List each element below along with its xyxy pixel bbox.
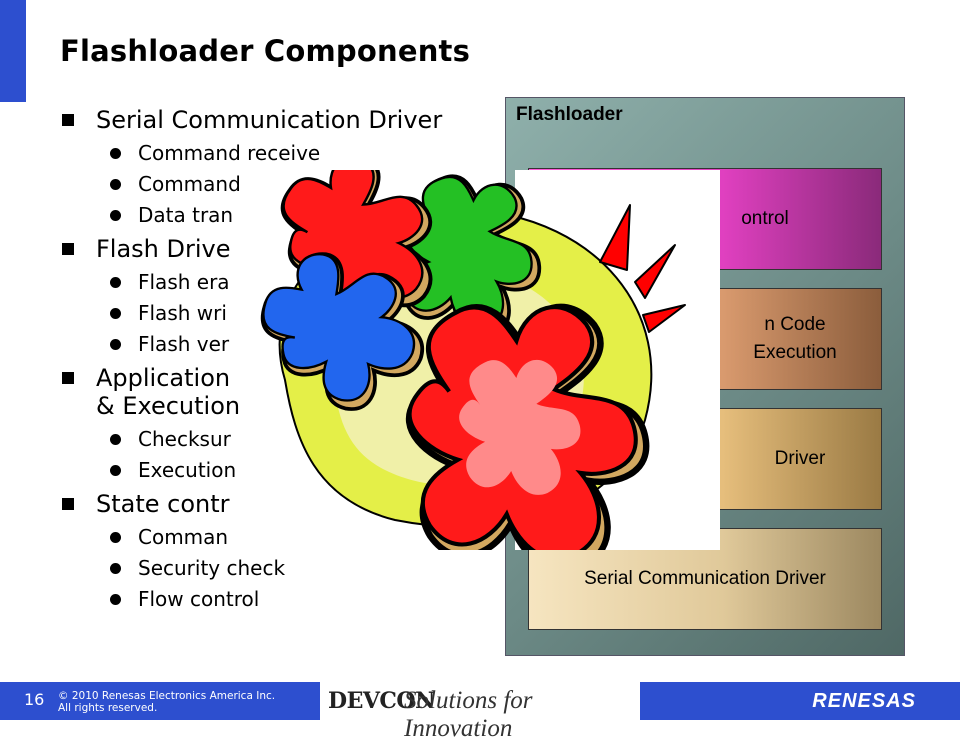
dot-bullet-icon <box>110 308 121 319</box>
sub-bullet: Execution <box>60 455 520 486</box>
sub-bullet: Command receive <box>60 138 520 169</box>
dot-bullet-icon <box>110 434 121 445</box>
bullet-flash-driver: Flash Drive <box>60 235 520 263</box>
dot-bullet-icon <box>110 532 121 543</box>
dot-bullet-icon <box>110 465 121 476</box>
red-burst-icon <box>599 204 686 333</box>
renesas-logo: RENESAS <box>812 690 916 712</box>
footer-mid-band: DEVCON Solutions for Innovation <box>320 682 640 742</box>
square-bullet-icon <box>62 372 74 384</box>
bullet-application: Application <box>60 364 520 392</box>
sub-bullet: Checksur <box>60 424 520 455</box>
sub-bullet: Flash era <box>60 267 520 298</box>
dot-bullet-icon <box>110 277 121 288</box>
square-bullet-icon <box>62 114 74 126</box>
sub-bullet: Command <box>60 169 520 200</box>
bullet-state-control: State contr <box>60 490 520 518</box>
dot-bullet-icon <box>110 339 121 350</box>
square-bullet-icon <box>62 243 74 255</box>
diagram-title: Flashloader <box>516 104 623 125</box>
square-bullet-icon <box>62 498 74 510</box>
footer-left-band: 16 © 2010 Renesas Electronics America In… <box>0 682 320 720</box>
page-number: 16 <box>24 690 45 709</box>
sub-bullet: Comman <box>60 522 520 553</box>
bullet-list: Serial Communication Driver Command rece… <box>60 100 520 615</box>
dot-bullet-icon <box>110 563 121 574</box>
sub-bullet: Flow control <box>60 584 520 615</box>
sub-bullet: Data tran <box>60 200 520 231</box>
sub-bullet: Flash ver <box>60 329 520 360</box>
dot-bullet-icon <box>110 594 121 605</box>
footer-right-band: RENESAS <box>640 682 960 720</box>
dot-bullet-icon <box>110 210 121 221</box>
tagline: Solutions for Innovation <box>404 687 533 742</box>
dot-bullet-icon <box>110 179 121 190</box>
puzzle-pieces-clipart <box>245 170 720 550</box>
slide-title: Flashloader Components <box>60 34 471 68</box>
footer: 16 © 2010 Renesas Electronics America In… <box>0 682 960 742</box>
sub-bullet: Security check <box>60 553 520 584</box>
accent-bar <box>0 0 26 102</box>
bullet-application-cont: & Execution <box>96 392 241 420</box>
devcon-logo: DEVCON <box>328 688 435 714</box>
sub-bullet: Flash wri <box>60 298 520 329</box>
copyright-text: © 2010 Renesas Electronics America Inc. … <box>58 690 276 714</box>
bullet-serial-driver: Serial Communication Driver <box>60 106 520 134</box>
dot-bullet-icon <box>110 148 121 159</box>
